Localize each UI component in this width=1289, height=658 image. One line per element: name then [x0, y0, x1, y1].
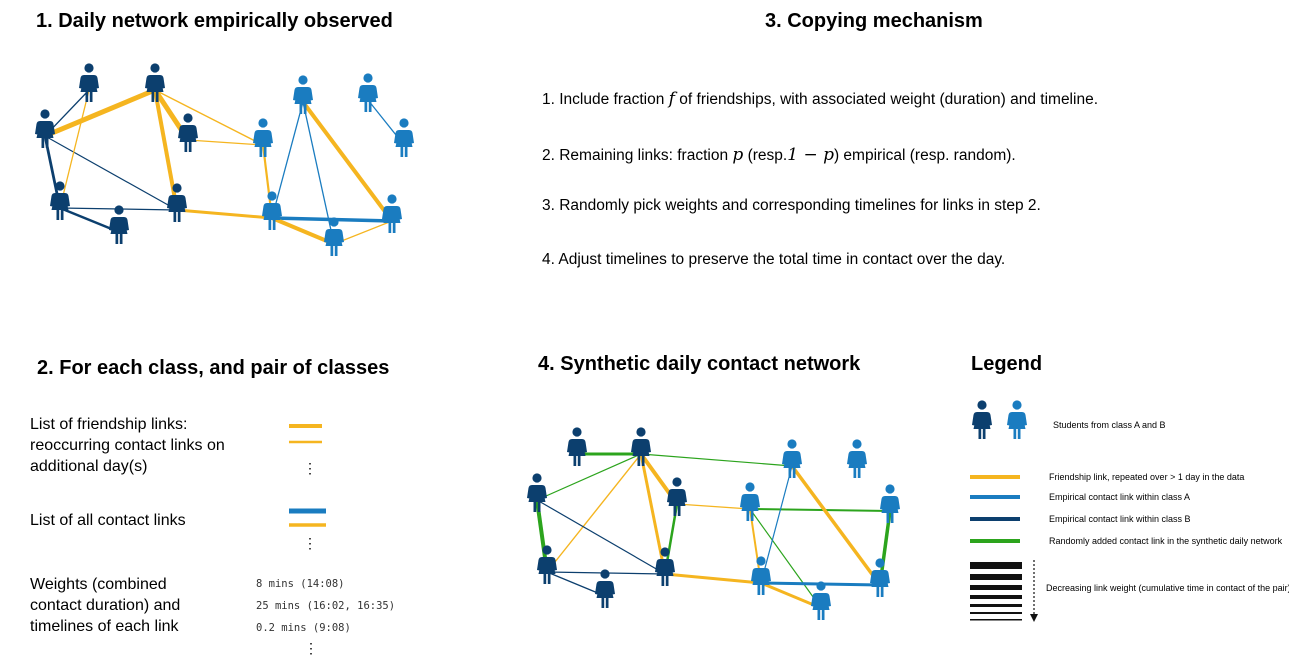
person-icon [382, 194, 402, 233]
person-icon [109, 205, 129, 244]
person-icon [527, 473, 547, 512]
network-link [546, 453, 642, 573]
friendship-list-label: List of friendship links: reoccurring co… [30, 416, 225, 475]
copy-step-1: 1. Include fraction f of friendships, wi… [542, 89, 1098, 109]
person-icon [293, 75, 313, 114]
network-link [676, 503, 751, 510]
person-icon [811, 581, 831, 620]
network-link [640, 453, 793, 467]
person-icon [537, 545, 557, 584]
panel4-title: 4. Synthetic daily contact network [538, 353, 861, 375]
network-link [760, 465, 793, 584]
person-icon [167, 183, 187, 222]
person-icon [1007, 400, 1027, 439]
person-icon [324, 217, 344, 256]
person-icon [79, 63, 99, 102]
network-link [749, 508, 822, 609]
person-icon [567, 427, 587, 466]
dotted-down-arrow-icon [1030, 560, 1038, 622]
network-link [664, 572, 762, 585]
person-icon [358, 73, 378, 112]
copy-step-4: 4. Adjust timelines to preserve the tota… [542, 251, 1006, 268]
network-link [536, 453, 642, 501]
legend-friendship-text: Friendship link, repeated over > 1 day i… [1049, 472, 1245, 482]
person-icon [50, 181, 70, 220]
legend-class-b-text: Empirical contact link within class B [1049, 514, 1191, 524]
person-icon [595, 569, 615, 608]
person-icon [253, 118, 273, 157]
person-icon [35, 109, 55, 148]
network-link [187, 139, 264, 146]
network-link [301, 100, 394, 223]
network-link [59, 206, 120, 234]
network-link [176, 208, 273, 220]
network-link [271, 101, 304, 219]
network-link [536, 499, 666, 575]
weight-entry: 25 mins (16:02, 16:35) [256, 600, 396, 612]
panel3-title: 3. Copying mechanism [765, 10, 983, 32]
network-link [271, 216, 335, 246]
legend-random-text: Randomly added contact link in the synth… [1049, 536, 1283, 546]
copy-step-3: 3. Randomly pick weights and correspondi… [542, 197, 1041, 214]
legend-students-text: Students from class A and B [1053, 420, 1166, 430]
network-link [44, 87, 156, 139]
legend-class-a-text: Empirical contact link within class A [1049, 492, 1191, 502]
network-link [44, 135, 178, 211]
copy-step-2: 2. Remaining links: fraction p (resp.1 −… [542, 145, 1016, 165]
person-icon [751, 556, 771, 595]
person-icon [262, 191, 282, 230]
legend-weight-text: Decreasing link weight (cumulative time … [1046, 583, 1289, 593]
person-icon [178, 113, 198, 152]
weights-list-label: Weights (combined contact duration) and … [30, 576, 181, 635]
network-link [760, 581, 822, 610]
person-icon [145, 63, 165, 102]
person-icon [880, 484, 900, 523]
person-icon [655, 547, 675, 586]
panel2-title: 2. For each class, and pair of classes [37, 357, 390, 379]
person-icon [847, 439, 867, 478]
panel1-title: 1. Daily network empirically observed [36, 10, 393, 32]
person-icon [631, 427, 651, 466]
person-icon [740, 482, 760, 521]
weight-entry: 8 mins (14:08) [256, 578, 345, 590]
legend-weight-bars [970, 562, 1022, 621]
weight-entry: 0.2 mins (9:08) [256, 622, 351, 634]
person-icon [782, 439, 802, 478]
person-icon [870, 558, 890, 597]
legend-title: Legend [971, 353, 1043, 375]
network-link [154, 89, 264, 146]
person-icon [972, 400, 992, 439]
network-link [749, 508, 891, 512]
person-icon [394, 118, 414, 157]
contact-list-label: List of all contact links [30, 512, 186, 529]
person-icon [667, 477, 687, 516]
network-link [59, 89, 90, 209]
network-link [790, 464, 882, 587]
